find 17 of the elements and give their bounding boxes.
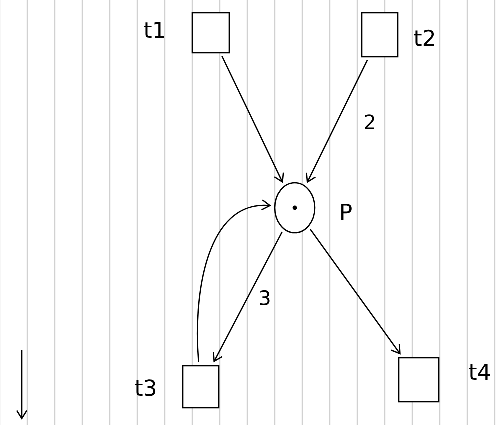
arrow — [306, 60, 368, 184]
arrow — [197, 200, 272, 362]
node-label: t4 — [469, 364, 490, 380]
node-label: P — [342, 204, 352, 220]
square-box — [398, 357, 440, 403]
square-box — [182, 365, 220, 409]
node-label: t2 — [414, 30, 434, 46]
arrow — [222, 56, 284, 184]
square-box — [361, 12, 399, 58]
edge-label: 2 — [362, 114, 378, 130]
square-box — [192, 12, 230, 54]
node-label: t3 — [135, 380, 156, 396]
circle-node — [274, 182, 316, 234]
edge-label: 3 — [258, 289, 272, 307]
arrow — [310, 229, 401, 355]
node-label: t1 — [144, 22, 164, 38]
arrow — [212, 232, 283, 363]
